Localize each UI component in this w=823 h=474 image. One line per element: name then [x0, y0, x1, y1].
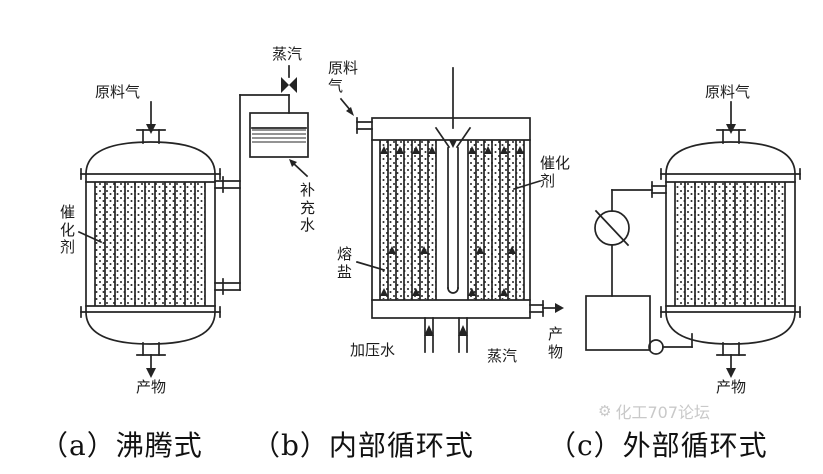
- pump-circle-icon: [648, 339, 664, 355]
- reactor-b-molten-salt-pointer: [355, 260, 386, 272]
- reactor-a-vessel: [80, 141, 221, 345]
- external-exchanger-box: [585, 295, 651, 351]
- reactor-a-feed-nozzle: [136, 101, 166, 144]
- product-arrow-icon: [555, 303, 564, 313]
- reactor-c-feed-nozzle: [716, 101, 746, 144]
- makeup-water-arrow-icon: [289, 159, 297, 167]
- reactor-c-product-label: 产物: [716, 378, 747, 396]
- reactor-b-upflow-arrows: [380, 146, 524, 296]
- reactor-a-steam-label: 蒸汽: [272, 45, 303, 63]
- reactor-b-pressurized-water-label: 加压水: [350, 341, 396, 359]
- valve-icon: [281, 77, 289, 93]
- reactor-b-feed-nozzle: [339, 97, 373, 134]
- water-level-fill: [252, 128, 306, 143]
- reactor-b-product-nozzle: [529, 300, 564, 317]
- product-arrow-icon: [726, 368, 736, 378]
- reactor-c-product-nozzle: [716, 342, 746, 378]
- watermark-text: 化工707论坛: [615, 403, 710, 422]
- reactor-a-riser-piping: [214, 94, 290, 295]
- reactor-a-catalyst-label: 催化剂: [60, 203, 76, 257]
- reactor-a-makeup-water-arrow: [289, 159, 309, 178]
- caption-b: （b）内部循环式: [252, 429, 474, 462]
- reactor-c-external-loop: [585, 181, 693, 355]
- downflow-arrow-icon: [449, 140, 457, 148]
- reactor-a-steam-valve: [281, 65, 297, 93]
- caption-c: （c）外部循环式: [548, 429, 768, 462]
- reactor-a-product-nozzle: [136, 342, 166, 378]
- reactor-a-product-label: 产物: [136, 378, 167, 396]
- reactor-b-catalyst-pointer: [512, 179, 542, 191]
- reactor-c-feed-gas-label: 原料气: [705, 83, 751, 101]
- feed-arrow-icon: [726, 124, 736, 134]
- steam-arrow-icon: [458, 325, 468, 336]
- watermark: ⚙ 化工707论坛: [598, 399, 710, 423]
- reactor-b-feed-gas-label: 原料气: [328, 59, 359, 95]
- reactor-a-makeup-water-label: 补充水: [300, 181, 316, 235]
- reactor-b-catalyst-tubes: [379, 140, 525, 300]
- caption-a: （a）沸腾式: [40, 429, 203, 462]
- reactor-b-molten-salt-label: 熔盐: [337, 245, 353, 281]
- reactor-b-bottom-pipes: [424, 317, 468, 353]
- reactor-a-catalyst-pointer: [77, 230, 103, 244]
- feed-arrow-icon: [146, 124, 156, 134]
- valve-icon: [289, 77, 297, 93]
- reactor-a-steam-drum: [249, 112, 309, 158]
- watermark-logo-icon: ⚙: [598, 402, 612, 420]
- reactor-b-steam-label: 蒸汽: [487, 347, 518, 365]
- reactor-c-vessel: [660, 141, 801, 345]
- reactor-b-catalyst-label: 催化剂: [540, 154, 571, 190]
- feed-arrow-icon: [346, 107, 354, 116]
- pressurized-water-arrow-icon: [424, 325, 434, 336]
- reactor-b-product-label: 产物: [548, 325, 564, 361]
- product-arrow-icon: [146, 368, 156, 378]
- circulator-slash-icon: [594, 209, 630, 247]
- reactor-b-central-downtube: [434, 67, 472, 294]
- reactor-c-catalyst-tubes: [674, 182, 786, 306]
- reactor-a-feed-gas-label: 原料气: [95, 83, 141, 101]
- reactor-a-catalyst-tubes: [94, 182, 206, 306]
